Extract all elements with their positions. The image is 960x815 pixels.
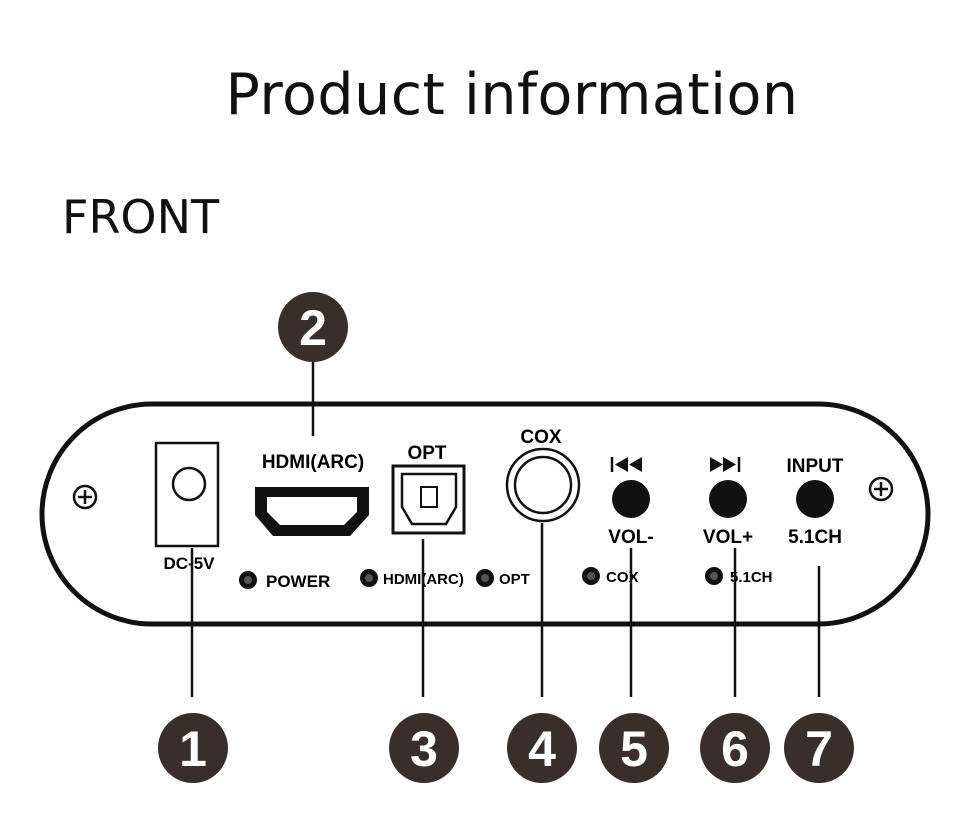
cox-label: COX: [520, 427, 562, 448]
svg-text:2: 2: [299, 300, 327, 356]
vol-plus-label: VOL+: [703, 527, 753, 548]
section-heading: FRONT: [62, 190, 220, 244]
optical-port: [391, 464, 466, 535]
cox-led-label: COX: [606, 569, 639, 586]
callout-badge-3: 3: [389, 713, 459, 783]
hdmi-label: HDMI(ARC): [262, 452, 364, 473]
skip-next-icon: [710, 457, 741, 472]
opt-led-label: OPT: [499, 571, 530, 588]
vol-minus-label: VOL-: [608, 527, 653, 548]
left-screw-icon: [72, 484, 98, 510]
opt-label: OPT: [407, 443, 446, 464]
coax-port: [505, 447, 581, 523]
callout-badge-2: 2: [278, 292, 348, 362]
power-led-label: POWER: [266, 572, 330, 591]
device-outline: [39, 401, 931, 627]
svg-text:7: 7: [805, 721, 833, 777]
svg-text:4: 4: [528, 721, 556, 777]
svg-text:3: 3: [410, 721, 438, 777]
callout-badge-5: 5: [599, 713, 669, 783]
dc-jack: [154, 441, 220, 548]
hdmi-port: [255, 487, 369, 536]
ch51-port-label: 5.1CH: [788, 527, 842, 548]
input-label: INPUT: [787, 456, 844, 477]
svg-text:5: 5: [620, 721, 648, 777]
callout-badge-4: 4: [507, 713, 577, 783]
callout-badge-6: 6: [700, 713, 770, 783]
callout-lines: [190, 360, 821, 697]
ch51-led-label: 5.1CH: [730, 569, 773, 586]
vol-minus-button[interactable]: [612, 480, 650, 518]
svg-text:6: 6: [721, 721, 749, 777]
svg-text:1: 1: [179, 721, 207, 777]
input-button[interactable]: [796, 480, 834, 518]
vol-plus-button[interactable]: [709, 480, 747, 518]
dc-label: DC-5V: [163, 554, 215, 573]
skip-previous-icon: [610, 457, 642, 472]
right-screw-icon: [868, 476, 894, 502]
callout-badge-1: 1: [158, 713, 228, 783]
page-title: Product information: [225, 62, 799, 128]
callout-badge-7: 7: [784, 713, 854, 783]
